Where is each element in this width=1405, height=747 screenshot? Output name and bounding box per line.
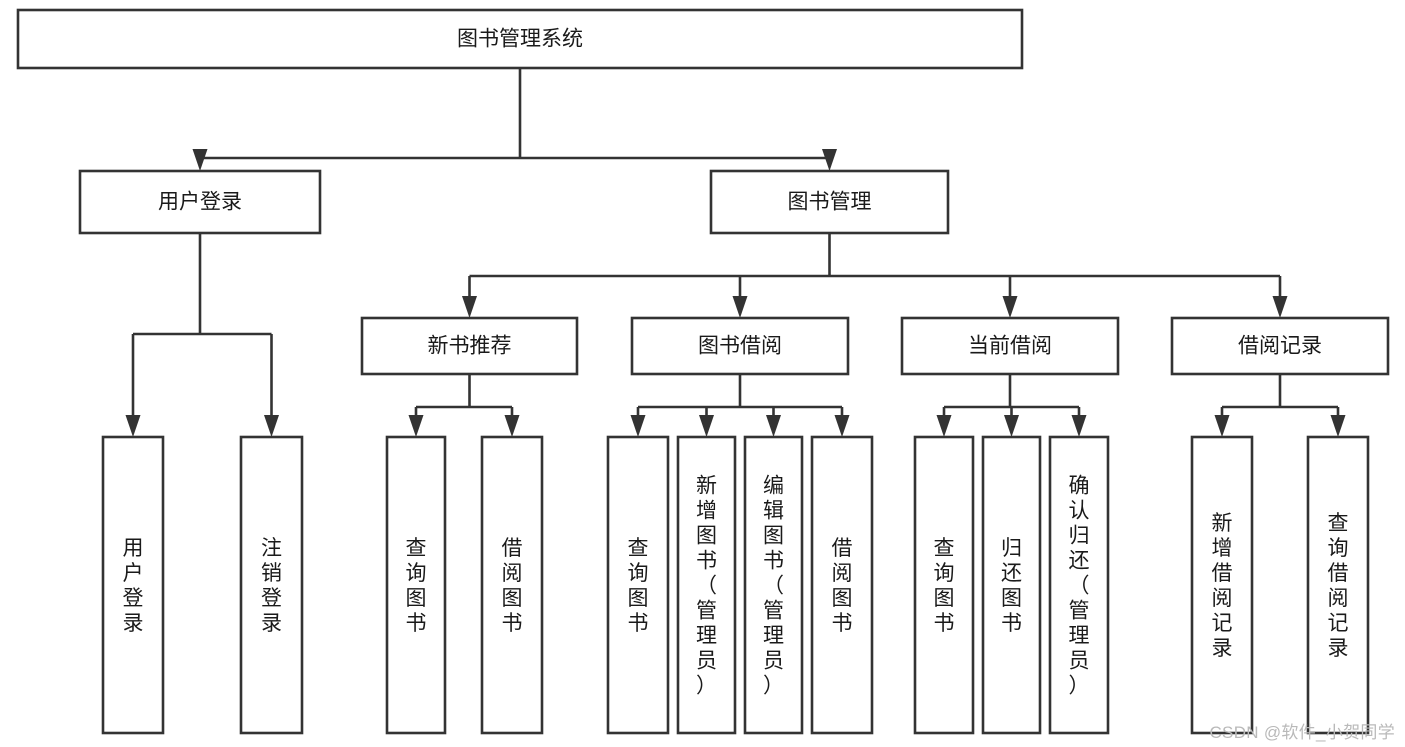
node-box[interactable] [239,435,304,735]
node-label: 确认归还（管理员） [1069,475,1090,698]
node-label: 图书借阅 [698,335,782,358]
node-box[interactable] [480,435,544,735]
node-label: 查询图书 [628,537,649,635]
node-box[interactable] [900,316,1120,376]
node-leaf-logout[interactable]: 注销登录 [239,435,304,735]
arrow-head-icon [1272,296,1288,318]
node-box[interactable] [913,435,975,735]
node-label: 图书管理系统 [457,28,583,51]
node-box[interactable] [709,169,950,235]
node-leaf-query-book-borrow[interactable]: 查询图书 [606,435,670,735]
arrow-head-icon [699,415,714,437]
node-layer: 图书管理系统用户登录图书管理新书推荐图书借阅当前借阅借阅记录用户登录注销登录查询… [16,8,1390,735]
arrow-head-icon [1214,415,1230,437]
node-label: 用户登录 [123,537,144,635]
arrow-head-icon [834,415,850,437]
node-box[interactable] [810,435,874,735]
arrow-head-icon [264,415,279,437]
arrow-head-icon [504,415,520,437]
node-box[interactable] [1306,435,1370,735]
node-leaf-confirm-return[interactable]: 确认归还（管理员） [1048,435,1110,735]
node-label: 查询图书 [934,537,955,635]
arrow-head-icon [1004,415,1019,437]
node-leaf-return-book[interactable]: 归还图书 [981,435,1042,735]
node-label: 新书推荐 [428,335,512,358]
node-label: 编辑图书（管理员） [763,475,784,698]
node-box[interactable] [676,435,737,735]
arrow-head-icon [1002,296,1018,318]
arrow-head-icon [822,149,837,171]
node-book-borrow[interactable]: 图书借阅 [630,316,850,376]
connector-layer [125,68,1346,437]
node-leaf-query-record[interactable]: 查询借阅记录 [1306,435,1370,735]
node-label: 新增借阅记录 [1212,512,1233,660]
arrow-head-icon [1071,415,1087,437]
node-label: 归还图书 [1001,537,1022,635]
node-leaf-add-record[interactable]: 新增借阅记录 [1190,435,1254,735]
node-box[interactable] [78,169,322,235]
node-label: 查询图书 [406,537,427,635]
arrow-head-icon [732,296,748,318]
arrow-head-icon [192,149,208,171]
node-label: 当前借阅 [968,335,1052,358]
node-box[interactable] [360,316,579,376]
node-leaf-user-login[interactable]: 用户登录 [101,435,165,735]
arrow-head-icon [630,415,646,437]
node-leaf-edit-book[interactable]: 编辑图书（管理员） [743,435,804,735]
node-box[interactable] [1048,435,1110,735]
node-label: 用户登录 [158,191,242,214]
node-box[interactable] [101,435,165,735]
node-label: 注销登录 [261,537,282,635]
node-book-manage[interactable]: 图书管理 [709,169,950,235]
node-current-borrow[interactable]: 当前借阅 [900,316,1120,376]
node-box[interactable] [16,8,1024,70]
node-box[interactable] [606,435,670,735]
node-label: 查询借阅记录 [1328,512,1349,660]
node-root-title[interactable]: 图书管理系统 [16,8,1024,70]
node-leaf-borrow-book[interactable]: 借阅图书 [810,435,874,735]
node-user-login[interactable]: 用户登录 [78,169,322,235]
node-label: 借阅图书 [502,537,523,635]
node-label: 借阅图书 [832,537,853,635]
node-label: 借阅记录 [1238,335,1322,358]
node-leaf-add-book[interactable]: 新增图书（管理员） [676,435,737,735]
node-new-book-rec[interactable]: 新书推荐 [360,316,579,376]
node-box[interactable] [981,435,1042,735]
arrow-head-icon [766,415,781,437]
node-box[interactable] [1190,435,1254,735]
node-leaf-borrow-book-rec[interactable]: 借阅图书 [480,435,544,735]
node-box[interactable] [1170,316,1390,376]
arrow-head-icon [125,415,141,437]
node-label: 新增图书（管理员） [696,475,717,698]
arrow-head-icon [1330,415,1346,437]
node-leaf-query-book-rec[interactable]: 查询图书 [385,435,447,735]
arrow-head-icon [408,415,424,437]
node-leaf-query-book-cur[interactable]: 查询图书 [913,435,975,735]
node-label: 图书管理 [788,191,872,214]
node-box[interactable] [630,316,850,376]
node-box[interactable] [743,435,804,735]
node-borrow-record[interactable]: 借阅记录 [1170,316,1390,376]
node-box[interactable] [385,435,447,735]
arrow-head-icon [936,415,952,437]
arrow-head-icon [462,296,477,318]
